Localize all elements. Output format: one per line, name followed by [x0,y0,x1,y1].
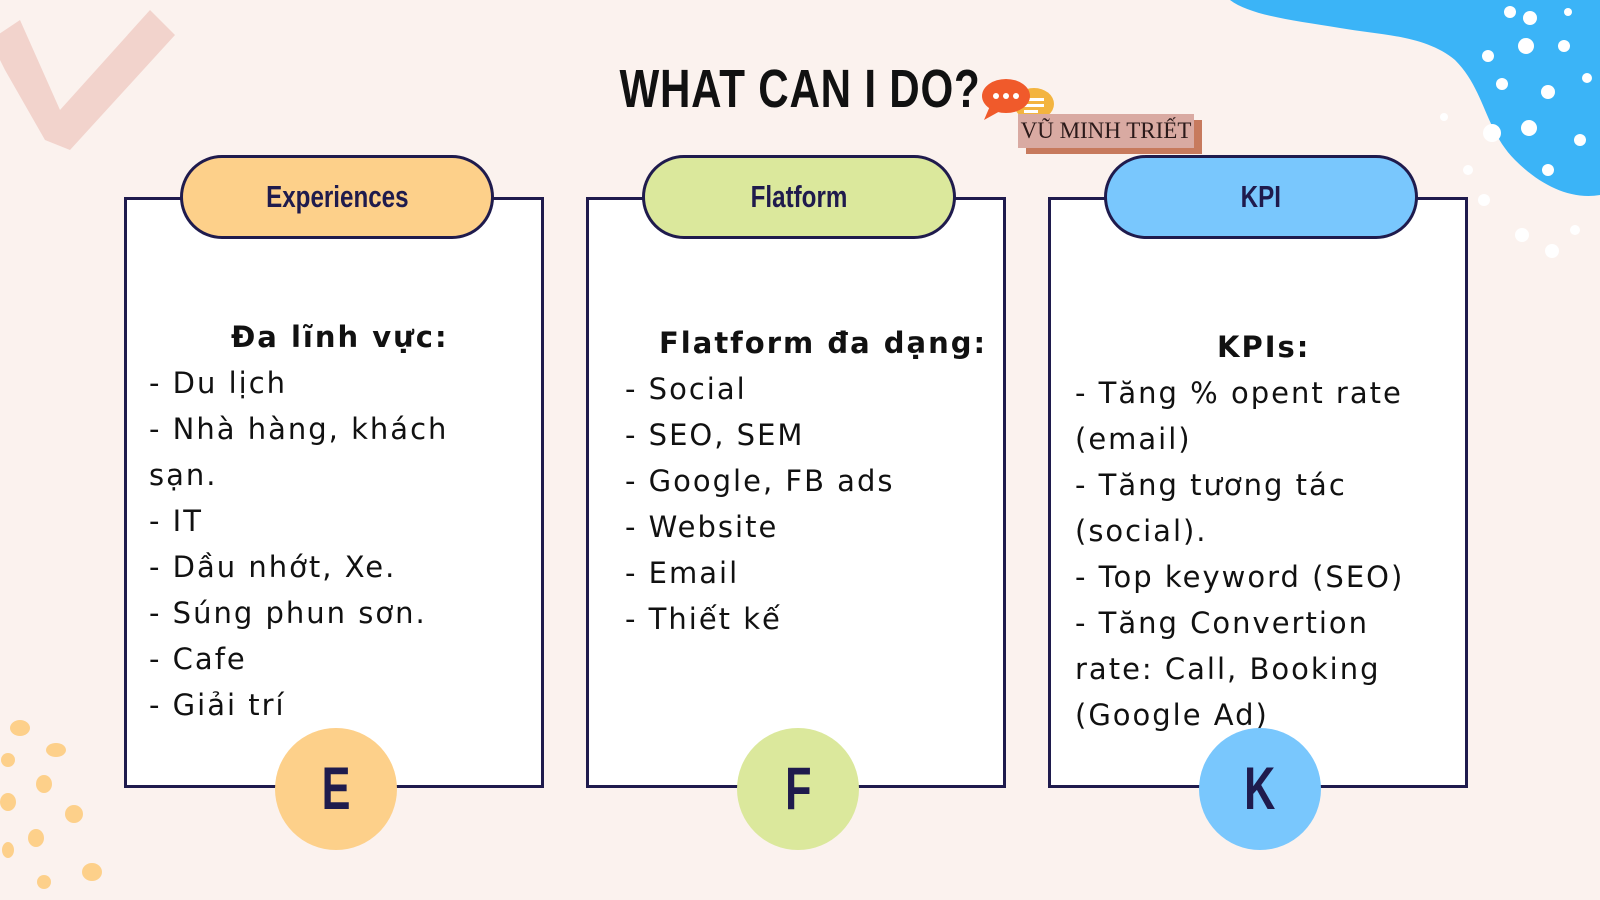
list-item: - SEO, SEM [625,418,805,452]
list-item: - Giải trí [149,688,286,722]
card-list: - Du lịch - Nhà hàng, khách sạn. - IT - … [149,360,479,728]
kpi-letter-badge: K [1199,728,1321,850]
experiences-letter-badge: E [275,728,397,850]
flatform-label: Flatform [642,155,956,239]
card-heading: Flatform đa dạng: [659,326,988,360]
list-item: - Tăng Convertion rate: Call, Booking (G… [1075,606,1381,732]
kpi-label: KPI [1104,155,1418,239]
card-heading: KPIs: [1217,330,1311,364]
list-item: - Website [625,510,779,544]
flatform-letter-badge: F [737,728,859,850]
author-name: VŨ MINH TRIẾT [1020,118,1192,143]
author-tag: VŨ MINH TRIẾT [1018,114,1202,154]
list-item: - Email [625,556,740,590]
brush-stroke-decoration [0,10,175,150]
list-item: - Dầu nhớt, Xe. [149,550,397,584]
chat-bubbles-icon [982,79,1054,124]
list-item: - IT [149,504,203,538]
dots-decoration [0,720,102,889]
list-item: - Top keyword (SEO) [1075,560,1405,594]
list-item: - Thiết kế [625,602,782,636]
list-item: - Cafe [149,642,247,676]
flatform-card: Flatform đa dạng: - Social - SEO, SEM - … [586,197,1006,788]
list-item: - Tăng % opent rate (email) [1075,376,1403,456]
list-item: - Tăng tương tác (social). [1075,468,1347,548]
experiences-label: Experiences [180,155,494,239]
page-title: WHAT CAN I DO? [619,59,981,119]
kpi-card: KPIs: - Tăng % opent rate (email) - Tăng… [1048,197,1468,788]
list-item: - Súng phun sơn. [149,596,427,630]
card-heading: Đa lĩnh vực: [231,320,449,354]
list-item: - Google, FB ads [625,464,895,498]
card-list: - Tăng % opent rate (email) - Tăng tương… [1075,370,1435,738]
list-item: - Du lịch [149,366,288,400]
blue-blob-decoration [1230,0,1600,258]
experiences-card: Đa lĩnh vực: - Du lịch - Nhà hàng, khách… [124,197,544,788]
list-item: - Social [625,372,747,406]
card-list: - Social - SEO, SEM - Google, FB ads - W… [625,366,985,642]
list-item: - Nhà hàng, khách sạn. [149,412,449,492]
